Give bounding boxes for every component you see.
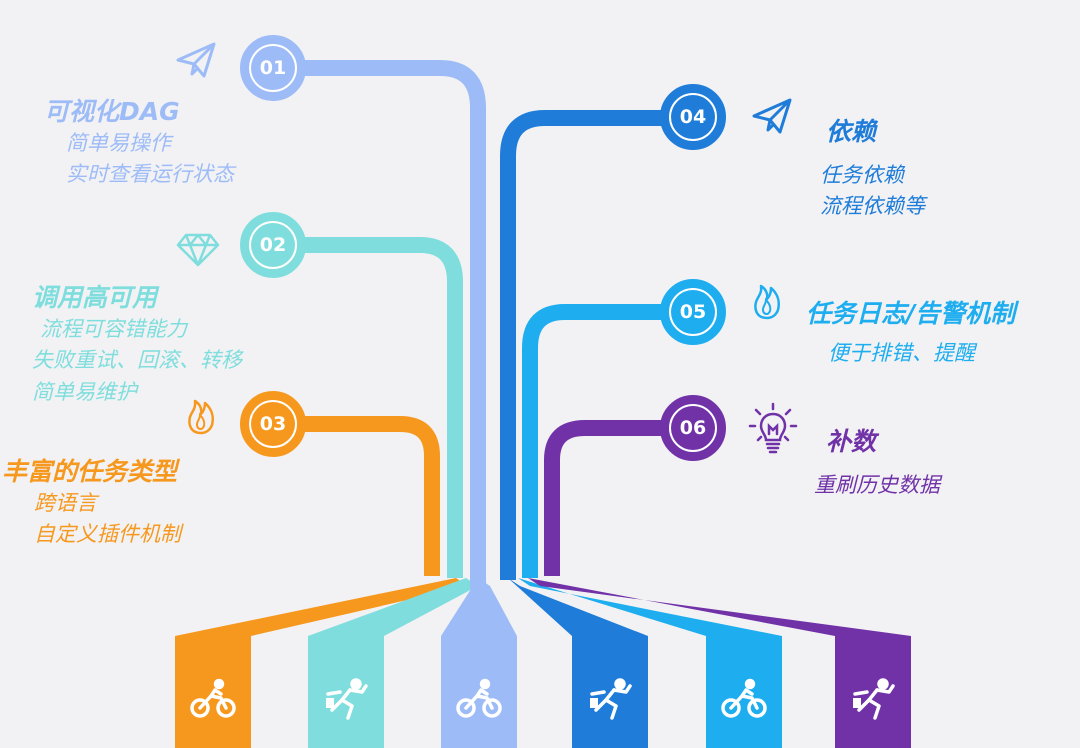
- step-number: 01: [251, 46, 295, 90]
- runner-icon: [590, 678, 632, 720]
- step-title: 丰富的任务类型: [2, 457, 178, 486]
- cyclist-icon: [456, 678, 502, 718]
- bar-column: [572, 636, 648, 748]
- connector-04: [500, 110, 665, 580]
- step-text-02: 调用高可用 流程可容错能力 失败重试、回滚、转移 简单易维护: [32, 282, 242, 408]
- step-number: 06: [671, 406, 715, 450]
- bars-group: [175, 578, 911, 748]
- step-number: 02: [251, 223, 295, 267]
- step-line: 任务依赖: [820, 163, 904, 187]
- runner-icon: [853, 678, 895, 720]
- step-number: 03: [251, 402, 295, 446]
- step-node-06: 06: [660, 395, 726, 461]
- cyclist-icon: [190, 678, 236, 718]
- step-node-03: 03: [240, 391, 306, 457]
- step-line: 便于排错、提醒: [828, 341, 975, 365]
- bar-funnel: [508, 578, 648, 636]
- step-line: 自定义插件机制: [34, 522, 181, 546]
- connector-03: [305, 416, 440, 576]
- connector-01: [305, 60, 488, 602]
- connector-02: [305, 237, 463, 578]
- paper-plane-icon: [176, 42, 216, 78]
- lightbulb-icon: [748, 402, 798, 454]
- step-line: 实时查看运行状态: [66, 162, 234, 186]
- step-number: 04: [671, 95, 715, 139]
- connector-05: [522, 304, 665, 578]
- step-text-01: 可视化DAG 简单易操作 实时查看运行状态: [44, 96, 234, 190]
- cyclist-icon: [721, 678, 767, 718]
- step-title: 调用高可用: [32, 283, 158, 312]
- step-title: 补数: [826, 427, 877, 456]
- flame-icon: [754, 284, 780, 320]
- step-line: 重刷历史数据: [814, 473, 940, 497]
- step-title: 可视化DAG: [44, 97, 180, 126]
- bar-funnel: [441, 578, 517, 636]
- bar-funnel: [175, 578, 468, 636]
- step-title: 任务日志/告警机制: [806, 299, 1016, 328]
- flame-icon: [188, 399, 214, 435]
- step-text-06: 补数 重刷历史数据: [814, 426, 940, 501]
- step-number: 05: [671, 290, 715, 334]
- paper-plane-icon: [752, 98, 792, 134]
- step-line: 流程可容错能力: [40, 317, 187, 341]
- step-node-04: 04: [660, 84, 726, 150]
- step-node-05: 05: [660, 279, 726, 345]
- bar-funnel: [308, 578, 478, 636]
- step-line: 简单易维护: [32, 380, 137, 404]
- step-line: 跨语言: [34, 491, 97, 515]
- step-line: 流程依赖等: [820, 194, 925, 218]
- connector-06: [544, 420, 665, 576]
- step-node-01: 01: [240, 35, 306, 101]
- runner-icon: [326, 678, 368, 720]
- bar-column: [835, 636, 911, 748]
- step-title: 依赖: [826, 117, 877, 146]
- diamond-icon: [176, 233, 220, 267]
- step-text-05: 任务日志/告警机制 便于排错、提醒: [806, 298, 1015, 369]
- step-node-02: 02: [240, 212, 306, 278]
- step-text-04: 依赖 任务依赖 流程依赖等: [820, 116, 925, 222]
- step-text-03: 丰富的任务类型 跨语言 自定义插件机制: [2, 456, 181, 550]
- step-line: 失败重试、回滚、转移: [32, 348, 242, 372]
- step-line: 简单易操作: [66, 131, 171, 155]
- bar-column: [308, 636, 384, 748]
